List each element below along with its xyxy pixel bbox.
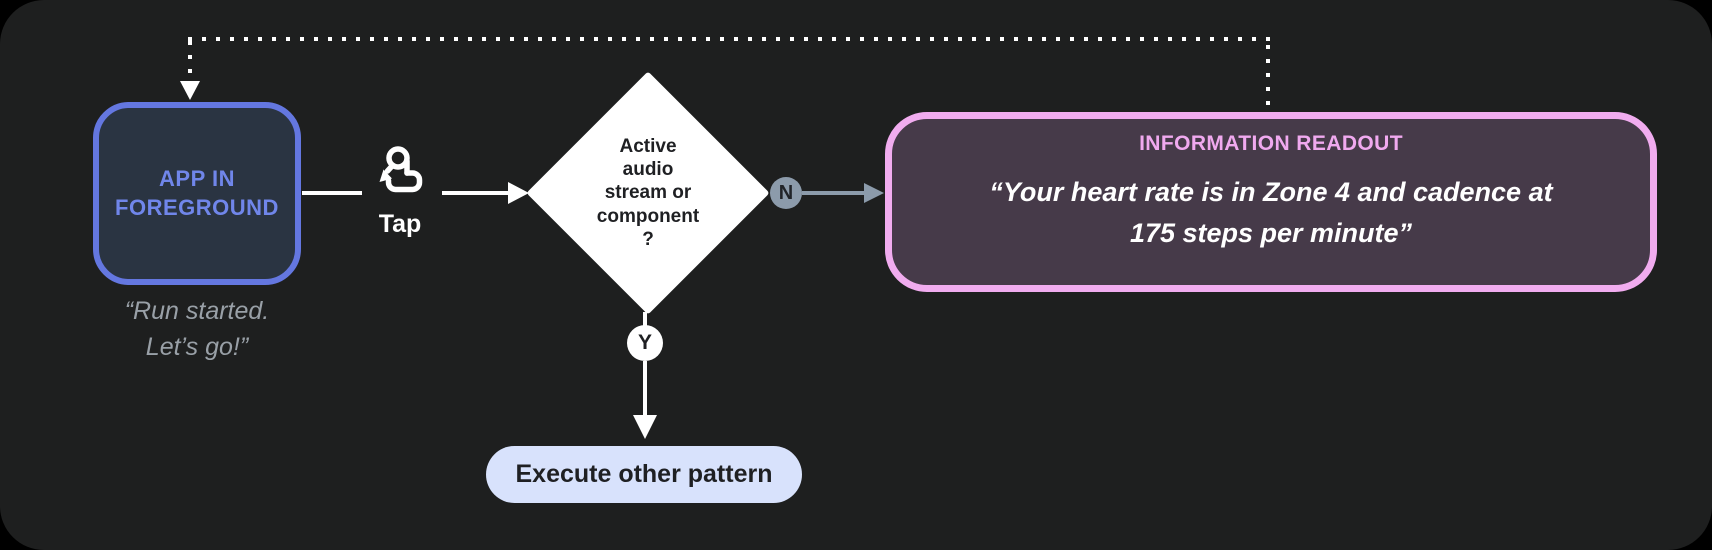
decision-arrowhead-icon: [508, 182, 529, 204]
feedback-arrowhead-icon: [180, 81, 200, 100]
decision-question: Active audio stream or component ?: [558, 111, 738, 275]
readout-title: INFORMATION READOUT: [1139, 132, 1403, 155]
branch-yes-badge: Y: [627, 325, 663, 361]
readout-quote-line2: 175 steps per minute”: [1129, 217, 1413, 248]
action-label: Execute other pattern: [515, 460, 773, 488]
readout-quote: “Your heart rate is in Zone 4 and cadenc…: [892, 172, 1650, 253]
tap-label: Tap: [378, 210, 422, 238]
connector-yes-to-action: [643, 361, 647, 415]
feedback-dotted-line-right: [1266, 45, 1270, 107]
decision-line-1: Active: [619, 136, 677, 158]
app-caption-line1: “Run started.: [124, 297, 270, 325]
readout-arrowhead-icon: [864, 183, 884, 203]
decision-line-4: component: [596, 205, 700, 227]
node-app-in-foreground: APP IN FOREGROUND: [93, 102, 301, 285]
app-node-label-line2: FOREGROUND: [115, 194, 279, 220]
node-information-readout: INFORMATION READOUT “Your heart rate is …: [885, 112, 1657, 292]
app-caption-line2: Let’s go!”: [145, 332, 249, 361]
app-node-label: APP IN FOREGROUND: [115, 165, 279, 222]
connector-decision-to-yes: [643, 312, 647, 326]
feedback-dotted-line-horizontal: [188, 37, 1270, 41]
decision-line-2: audio: [622, 159, 674, 181]
decision-line-5: ?: [642, 228, 654, 250]
connector-no-to-readout: [802, 191, 864, 195]
connector-app-to-tap: [302, 191, 362, 195]
app-node-caption: “Run started. Let’s go!”: [67, 294, 327, 365]
branch-no-badge: N: [770, 177, 802, 209]
action-arrowhead-icon: [633, 415, 657, 439]
app-node-label-line1: APP IN: [159, 165, 235, 191]
connector-tap-to-decision: [442, 191, 508, 195]
decision-line-3: stream or: [604, 182, 692, 204]
node-execute-other-pattern: Execute other pattern: [486, 446, 802, 503]
readout-quote-line1: “Your heart rate is in Zone 4 and cadenc…: [989, 177, 1553, 207]
feedback-dotted-line-left: [188, 41, 192, 81]
tap-gesture-icon: [379, 146, 423, 193]
